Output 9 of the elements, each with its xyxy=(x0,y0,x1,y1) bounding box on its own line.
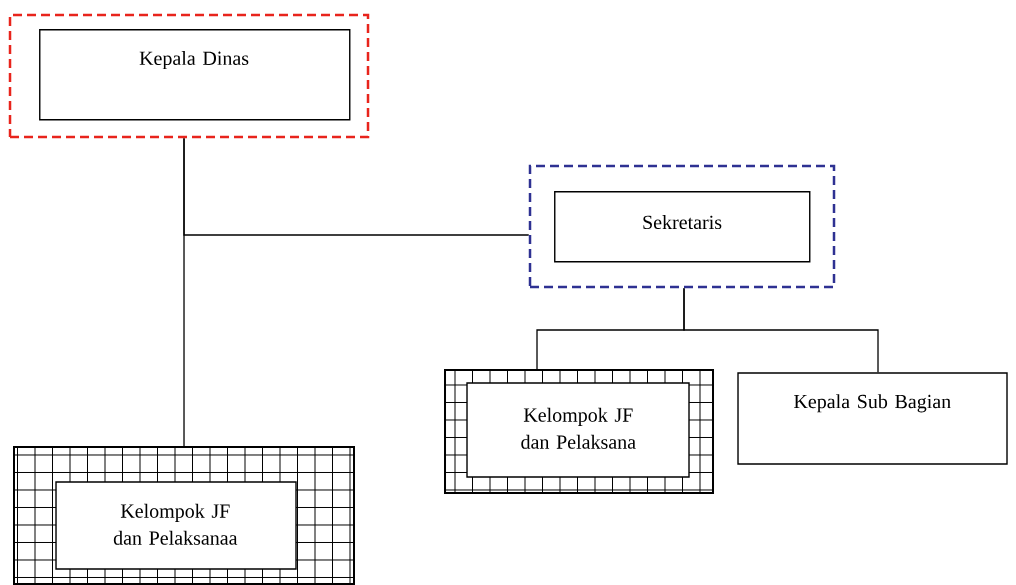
box: Kelompok JF dan Pelaksanaa xyxy=(55,481,297,570)
dashed-frame xyxy=(8,13,370,139)
box: Kelompok JF dan Pelaksana xyxy=(466,382,690,478)
dashed-frame xyxy=(528,164,836,289)
box: Sekretaris xyxy=(554,191,811,263)
connector-line xyxy=(683,287,879,373)
box: Kepala Sub Bagian xyxy=(737,372,1008,465)
connector-line xyxy=(183,137,185,447)
box: Kepala Dinas xyxy=(39,29,351,121)
